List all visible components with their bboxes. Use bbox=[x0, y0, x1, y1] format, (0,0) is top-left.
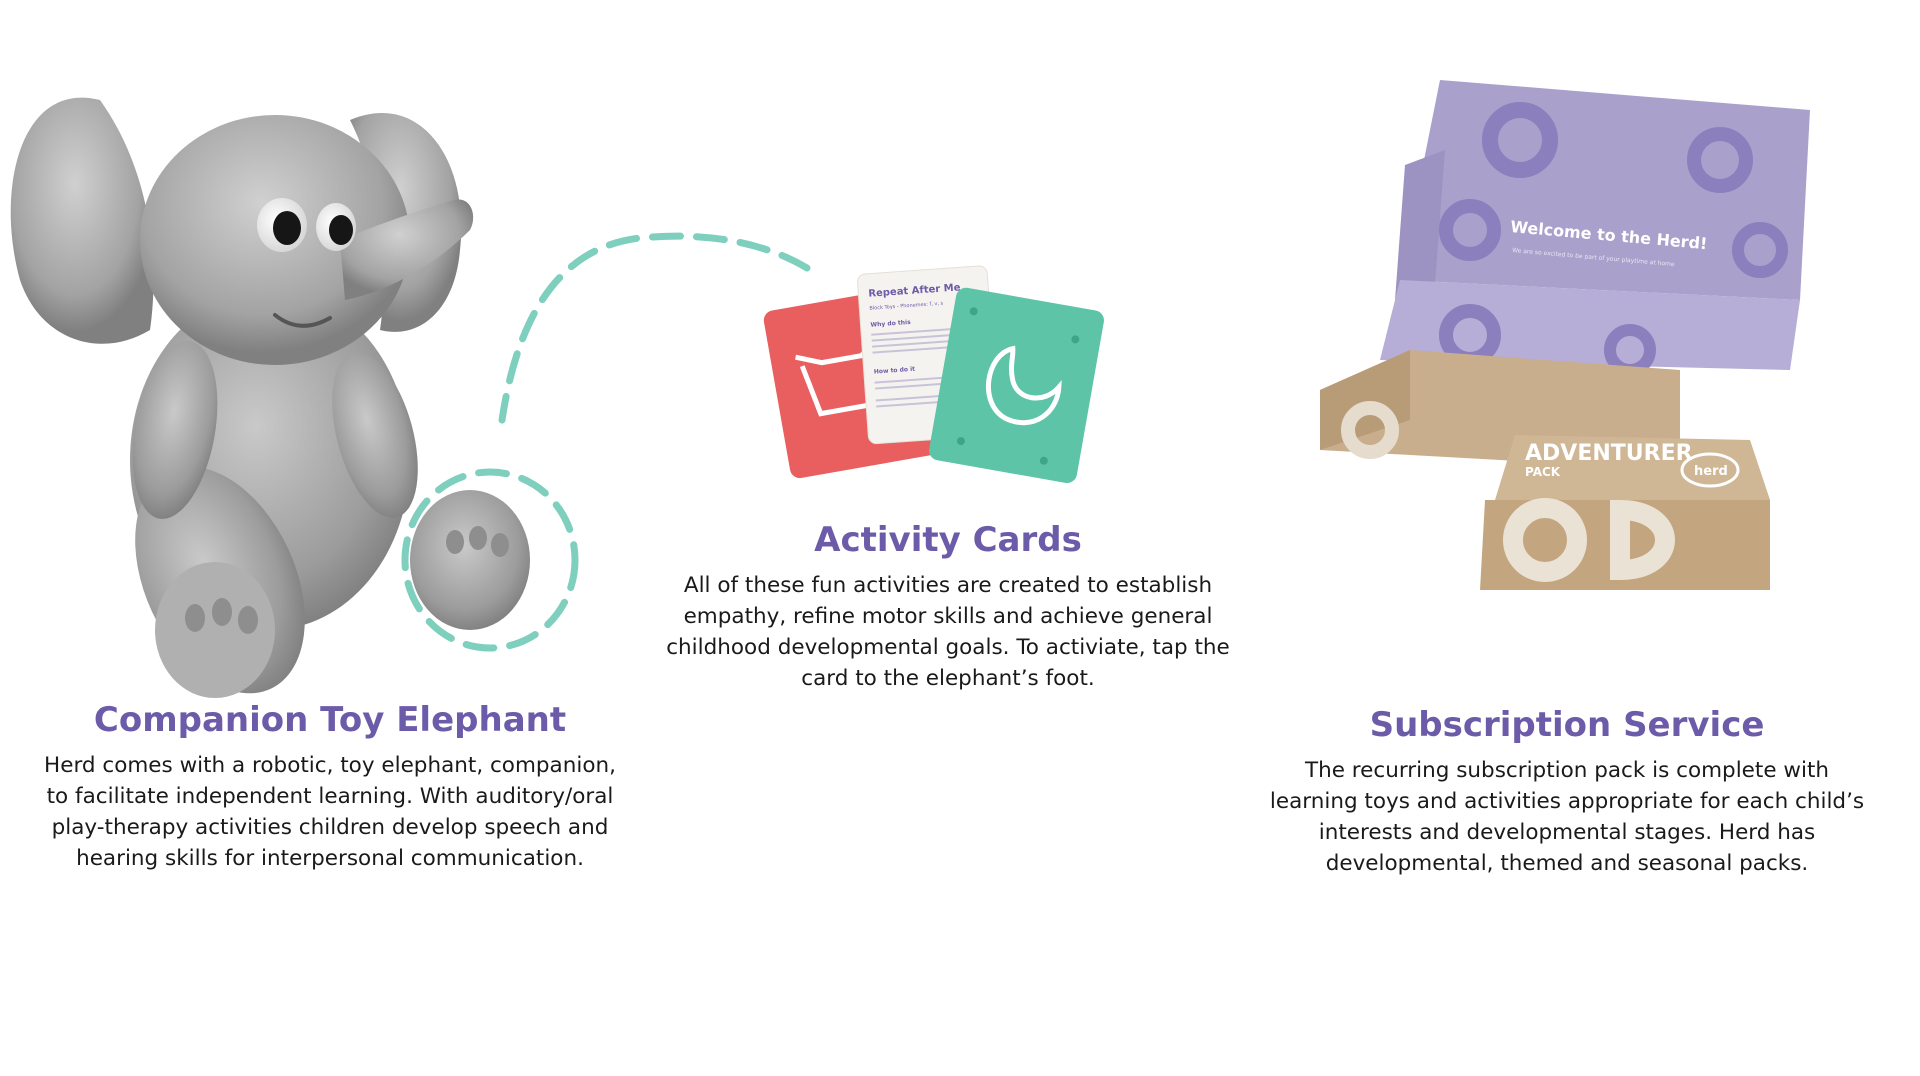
toe-icon bbox=[446, 530, 464, 554]
brand-logo-badge bbox=[1680, 452, 1740, 488]
elephant-title: Companion Toy Elephant bbox=[93, 700, 567, 740]
elephant-right-leg bbox=[410, 490, 530, 630]
toe-icon bbox=[469, 526, 487, 550]
pattern-icon bbox=[1439, 199, 1501, 261]
subscription-description: The recurring subscription pack is compl… bbox=[1269, 758, 1865, 876]
pupil-icon bbox=[273, 211, 301, 245]
cards-section: Activity Cards All of these fun activiti… bbox=[658, 520, 1238, 694]
subscription-section: Subscription Service The recurring subsc… bbox=[1262, 705, 1872, 879]
elephant-illustration bbox=[10, 97, 530, 698]
elephant-smile bbox=[273, 313, 332, 328]
elephant-trunk bbox=[340, 199, 474, 300]
elephant-left-foot bbox=[155, 562, 275, 698]
subscription-box-illustration: Welcome to the Herd! We are so excited t… bbox=[1320, 80, 1810, 590]
pattern-icon bbox=[1732, 222, 1788, 278]
toe-icon bbox=[185, 604, 205, 632]
cards-title: Activity Cards bbox=[814, 520, 1082, 560]
toe-icon bbox=[212, 598, 232, 626]
pupil-icon bbox=[329, 215, 353, 245]
card-subheading: Block Toys - Phonemes: f, v, s bbox=[869, 301, 944, 312]
pattern-icon bbox=[1687, 127, 1753, 193]
cards-description: All of these fun activities are created … bbox=[666, 573, 1230, 691]
toe-icon bbox=[491, 533, 509, 557]
foot-target-circle bbox=[401, 468, 579, 652]
pattern-icon bbox=[1482, 102, 1558, 178]
box-sublabel: PACK bbox=[1525, 465, 1561, 479]
card-section-why: Why do this bbox=[870, 319, 911, 329]
moon-icon bbox=[986, 345, 1062, 426]
toe-icon bbox=[238, 606, 258, 634]
elephant-left-ear bbox=[10, 97, 154, 344]
elephant-left-arm bbox=[132, 341, 218, 519]
elephant-description: Herd comes with a robotic, toy elephant,… bbox=[44, 753, 616, 871]
box-label: ADVENTURER bbox=[1525, 441, 1693, 466]
activity-cards-illustration: Repeat After Me Block Toys - Phonemes: f… bbox=[763, 265, 1104, 483]
elephant-section: Companion Toy Elephant Herd comes with a… bbox=[30, 700, 630, 874]
brand-logo-text: herd bbox=[1694, 464, 1728, 479]
subscription-title: Subscription Service bbox=[1369, 705, 1765, 745]
card-section-how: How to do it bbox=[874, 366, 916, 376]
elephant-right-arm bbox=[332, 352, 418, 518]
